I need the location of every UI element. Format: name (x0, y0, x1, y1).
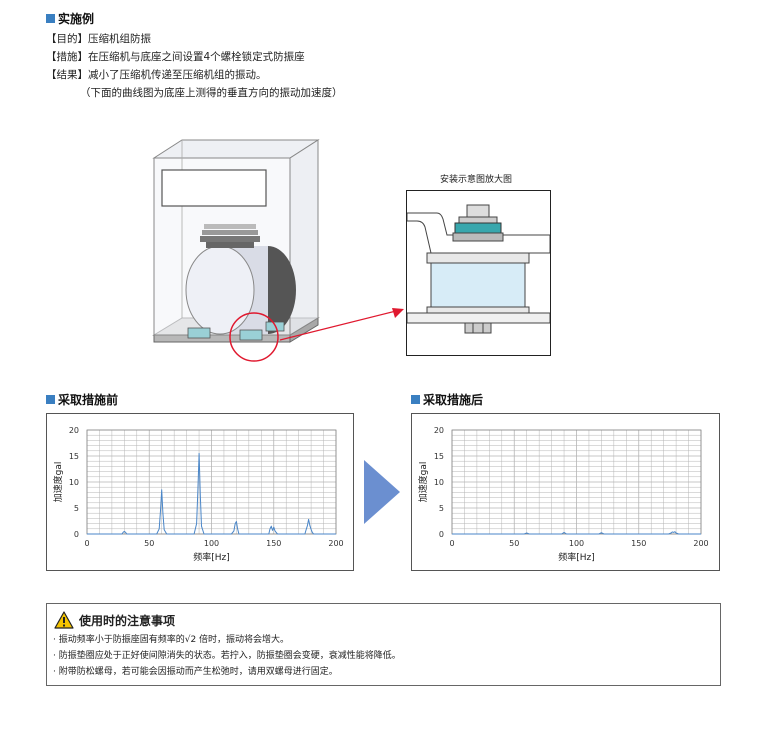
grid (451, 429, 702, 535)
y-tick-label: 20 (434, 426, 444, 435)
series-line (87, 452, 336, 535)
grid (86, 429, 337, 535)
detail-pointer-arrow (279, 308, 404, 341)
result-line: 【结果】减小了压缩机传递至压缩机组的振动。 (46, 69, 267, 81)
usage-notice-box: 使用时的注意事项 · 振动频率小于防振座固有频率的√2 倍时，振动将会增大。 ·… (46, 603, 721, 686)
notice-list: · 振动频率小于防振座固有频率的√2 倍时，振动将会增大。 · 防振垫圈应处于正… (53, 632, 401, 680)
y-tick-label: 5 (439, 504, 444, 513)
measure-line: 【措施】在压缩机与底座之间设置4个螺栓锁定式防振座 (46, 51, 305, 63)
y-tick-label: 0 (439, 530, 444, 539)
y-tick-label: 15 (434, 452, 444, 461)
x-tick-label: 50 (509, 539, 519, 548)
x-tick-label: 100 (204, 539, 219, 548)
compressor-unit-illustration (152, 139, 320, 362)
x-tick-label: 150 (631, 539, 646, 548)
x-tick-label: 50 (144, 539, 154, 548)
after-chart: 0 50 100 150 200 0 5 10 15 20 频率[Hz] 加速度gal (411, 413, 720, 571)
detail-caption: 安装示意图放大图 (440, 175, 513, 185)
heading-square-icon (46, 395, 55, 404)
after-chart-svg: 0 50 100 150 200 0 5 10 15 20 频率[Hz] 加速度gal (417, 426, 709, 563)
heading-square-icon (46, 14, 55, 23)
x-tick-label: 0 (449, 539, 454, 548)
heading-square-icon (411, 395, 420, 404)
mount-detail-box (406, 190, 551, 356)
notice-item: · 振动频率小于防振座固有频率的√2 倍时，振动将会增大。 (53, 635, 290, 645)
y-tick-label: 15 (69, 452, 79, 461)
before-chart: 0 50 100 150 200 0 5 10 15 20 频率[Hz] 加速度gal (46, 413, 354, 571)
after-heading: 采取措施后 (411, 391, 483, 408)
example-heading: 实施例 (46, 10, 94, 27)
notice-title: 使用时的注意事项 (79, 614, 176, 628)
y-tick-label: 10 (434, 478, 444, 487)
y-tick-label: 5 (74, 504, 79, 513)
x-tick-label: 200 (328, 539, 343, 548)
before-chart-svg: 0 50 100 150 200 0 5 10 15 20 频率[Hz] 加速度gal (52, 426, 344, 563)
y-tick-label: 10 (69, 478, 79, 487)
x-tick-label: 100 (569, 539, 584, 548)
mount-detail-illustration (407, 204, 550, 334)
warning-icon (54, 611, 74, 629)
series-line (452, 531, 701, 535)
x-tick-label: 150 (266, 539, 281, 548)
y-tick-label: 0 (74, 530, 79, 539)
notice-item: · 附带防松螺母，若可能会因振动而产生松弛时，请用双螺母进行固定。 (53, 667, 338, 677)
x-tick-label: 200 (693, 539, 708, 548)
before-heading: 采取措施前 (46, 391, 118, 408)
x-axis-label: 频率[Hz] (193, 551, 230, 563)
x-tick-label: 0 (84, 539, 89, 548)
y-axis-label: 加速度gal (417, 462, 429, 503)
y-tick-label: 20 (69, 426, 79, 435)
purpose-line: 【目的】压缩机组防振 (46, 33, 151, 45)
big-right-arrow-icon (364, 460, 400, 524)
graph-note-line: （下面的曲线图为底座上测得的垂直方向的振动加速度） (80, 87, 343, 99)
x-axis-label: 频率[Hz] (558, 551, 595, 563)
notice-item: · 防振垫圈应处于正好使间隙消失的状态。若拧入，防振垫圈会变硬，衰减性能将降低。 (53, 651, 401, 661)
y-axis-label: 加速度gal (52, 462, 64, 503)
